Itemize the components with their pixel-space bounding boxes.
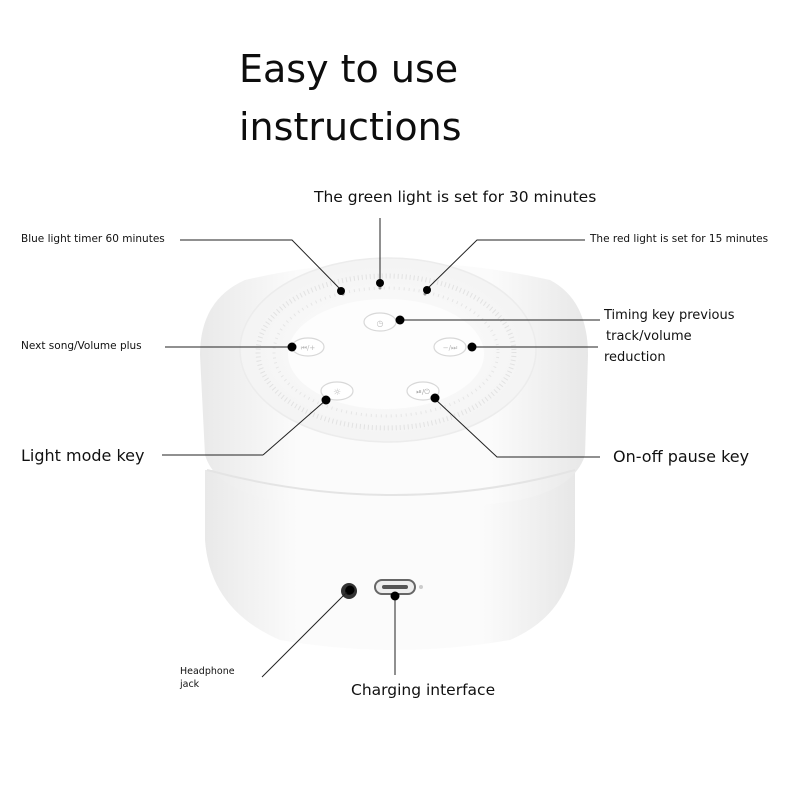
leader-lines <box>162 218 600 678</box>
headphone-label: Headphone jack <box>180 665 235 691</box>
light-mode-label: Light mode key <box>21 446 145 465</box>
next-volume-plus-button[interactable]: ⏮/+ <box>291 337 325 357</box>
prev-button-glyph: −/⏭ <box>443 344 458 352</box>
light-mode-button[interactable]: ☼ <box>320 381 354 401</box>
power-pause-button[interactable]: ⏯/⏻ <box>406 381 440 401</box>
timing-key-line-2: track/volume <box>606 329 692 344</box>
timing-key-line-1: Timing key previous <box>604 308 735 323</box>
timing-key-line-3: reduction <box>604 350 666 365</box>
light-button-glyph: ☼ <box>333 388 341 398</box>
headphone-line-1: Headphone <box>180 666 235 677</box>
timing-button[interactable]: ◷ <box>363 312 397 332</box>
previous-volume-minus-button[interactable]: −/⏭ <box>433 337 467 357</box>
charging-label: Charging interface <box>351 681 496 699</box>
headphone-line-2: jack <box>180 679 200 690</box>
callout-dots <box>287 279 477 601</box>
power-button-glyph: ⏯/⏻ <box>416 388 430 396</box>
next-song-label: Next song/Volume plus <box>21 340 142 352</box>
timing-button-glyph: ◷ <box>377 319 384 328</box>
title-line-2: instructions <box>239 105 462 149</box>
blue-light-label: Blue light timer 60 minutes <box>21 233 165 245</box>
device-body <box>200 257 588 650</box>
device-buttons: ◷ ⏮/+ −/⏭ ☼ ⏯/⏻ <box>291 312 467 401</box>
timing-key-label: Timing key previous track/volume reducti… <box>604 305 735 368</box>
title-line-1: Easy to use <box>239 47 459 91</box>
green-light-label: The green light is set for 30 minutes <box>314 188 597 206</box>
red-light-label: The red light is set for 15 minutes <box>590 233 769 245</box>
page-title: Easy to use instructions <box>239 40 462 156</box>
next-button-glyph: ⏮/+ <box>301 344 316 352</box>
on-off-label: On-off pause key <box>613 447 750 466</box>
